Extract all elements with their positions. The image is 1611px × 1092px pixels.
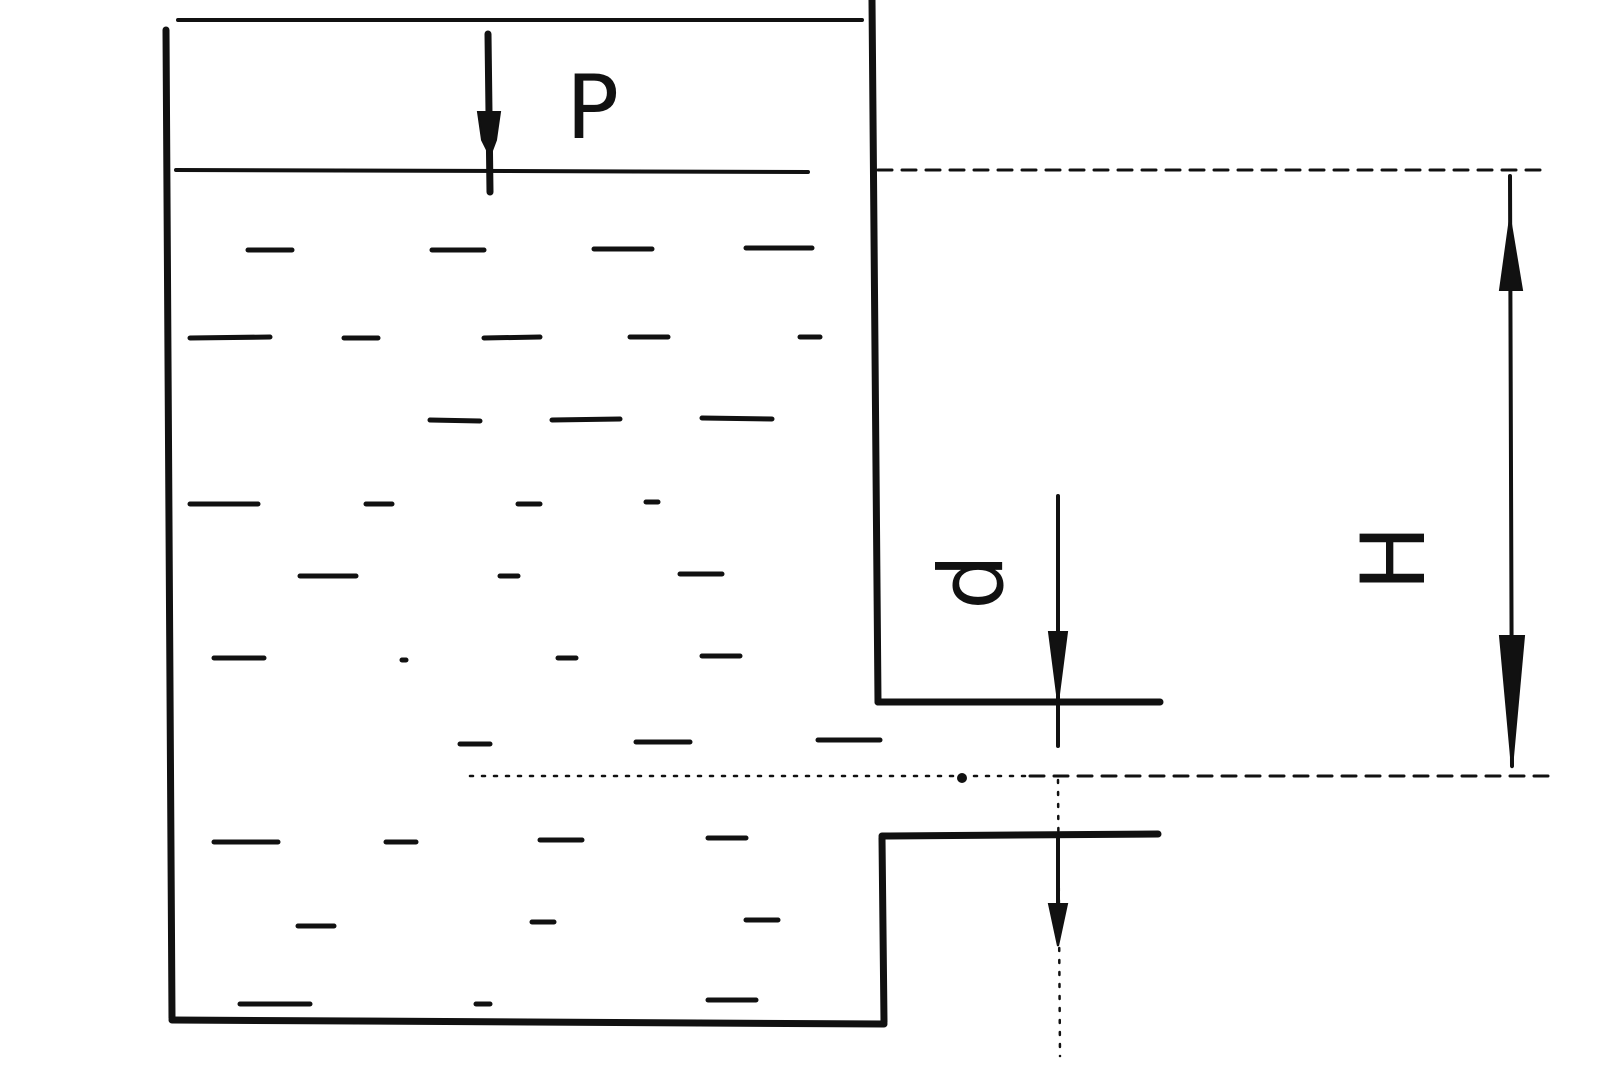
height-arrowhead-bottom [1498, 635, 1526, 769]
pressure-arrow [476, 30, 502, 196]
pipe-point-mark [957, 773, 967, 783]
tank [162, 0, 888, 1028]
pressure-label: P [566, 56, 619, 159]
tank-bottom-wall [168, 1016, 888, 1028]
outlet-pipe [468, 698, 1164, 840]
pipe-lower-wall [878, 830, 1162, 840]
diameter-arrowhead-bottom [1047, 903, 1069, 947]
fluid-mark [699, 415, 775, 422]
tank-right-wall-lower [878, 834, 888, 1026]
height-dimension [1498, 174, 1526, 769]
tank-right-wall-upper [868, 0, 882, 706]
diameter-arrowhead-top [1047, 631, 1069, 703]
pressure-arrowhead [476, 111, 502, 159]
diameter-lower-extension [1056, 778, 1062, 1058]
height-label: H [1342, 525, 1445, 591]
height-arrowhead-top [1498, 217, 1524, 291]
fluid-mark [549, 416, 623, 423]
fluid-mark [427, 417, 483, 424]
fluid-mark [187, 334, 273, 341]
diameter-dimension [1047, 494, 1069, 1058]
fluid-mark [481, 334, 543, 341]
tank-left-wall [162, 26, 176, 1022]
fluid-hatching [187, 245, 883, 1007]
diameter-label: d [920, 554, 1023, 610]
